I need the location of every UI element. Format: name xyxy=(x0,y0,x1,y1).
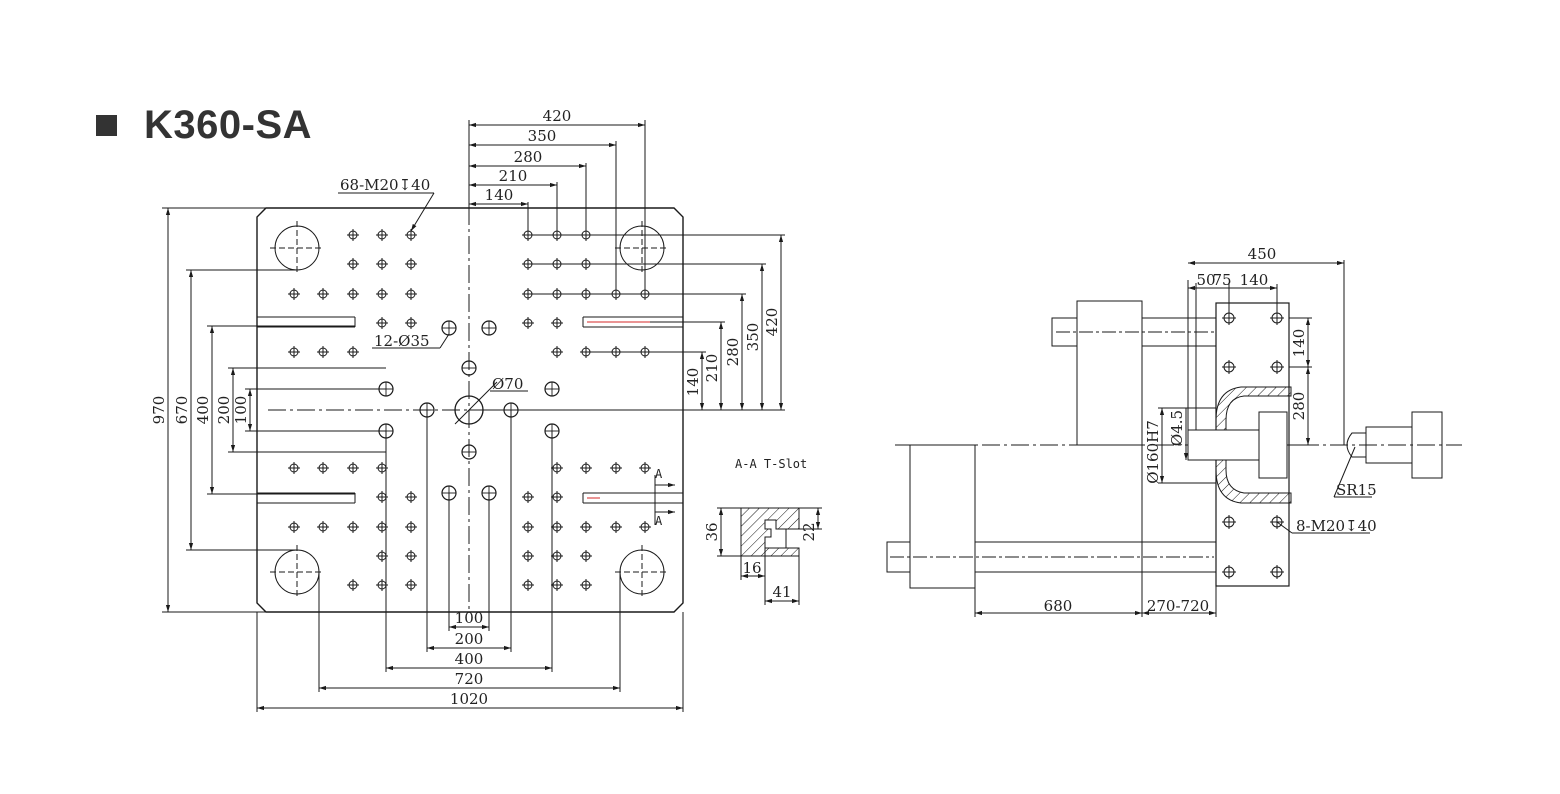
top-dim-280: 280 xyxy=(514,148,543,166)
t-slot-profile xyxy=(740,507,800,557)
t-slot-inner: 22 xyxy=(800,522,818,541)
section-mark-top: A xyxy=(655,467,663,481)
top-dim-210: 210 xyxy=(499,167,528,185)
hole-note: 12-Ø35 xyxy=(374,332,430,350)
right-dim-280: 280 xyxy=(724,338,742,367)
side-dim-140-right: 140 xyxy=(1290,329,1308,358)
side-view-labels: 450 50 75 140 140 280 Ø160H7 Ø4.5 680 27… xyxy=(1044,245,1377,615)
t-slot-bottom: 16 xyxy=(742,559,761,577)
sphere-note: SR15 xyxy=(1336,481,1377,499)
left-dim-200: 200 xyxy=(215,396,233,425)
platen-view xyxy=(162,120,785,712)
right-dim-140: 140 xyxy=(684,368,702,397)
left-dimension-lines xyxy=(162,207,386,613)
right-dimension-lines xyxy=(469,234,785,411)
top-dimension-lines xyxy=(468,120,646,296)
side-dim-270-720: 270-720 xyxy=(1147,597,1209,615)
title-block: K360-SA xyxy=(96,100,312,150)
bottom-dim-400: 400 xyxy=(455,650,484,668)
side-dim-50: 50 xyxy=(1196,271,1215,289)
tie-bar-holes xyxy=(270,221,669,599)
t-slot-width: 41 xyxy=(772,583,791,601)
side-dim-75: 75 xyxy=(1212,271,1231,289)
side-dim-280-right: 280 xyxy=(1290,392,1308,421)
left-dim-100: 100 xyxy=(232,396,250,425)
left-dim-970: 970 xyxy=(150,396,168,425)
platen-outline xyxy=(256,207,684,613)
side-dim-140-top: 140 xyxy=(1240,271,1269,289)
t-slot-section xyxy=(717,507,822,605)
left-dim-400: 400 xyxy=(194,396,212,425)
tapping-note: 68-M20↧40 xyxy=(340,176,430,194)
side-dim-pin: Ø4.5 xyxy=(1168,410,1186,446)
top-dim-350: 350 xyxy=(528,127,557,145)
bottom-dim-720: 720 xyxy=(455,670,484,688)
t-slots xyxy=(257,316,683,504)
top-dim-420: 420 xyxy=(543,107,572,125)
side-dim-bore: Ø160H7 xyxy=(1144,420,1162,484)
nozzle-recess xyxy=(1215,386,1292,504)
right-dim-210: 210 xyxy=(703,354,721,383)
right-dim-420: 420 xyxy=(763,308,781,337)
top-dim-140: 140 xyxy=(485,186,514,204)
side-dim-680: 680 xyxy=(1044,597,1073,615)
bottom-dimension-lines xyxy=(256,410,684,712)
bottom-dim-200: 200 xyxy=(455,630,484,648)
left-dim-670: 670 xyxy=(173,396,191,425)
bottom-dim-1020: 1020 xyxy=(450,690,488,708)
platen-labels: 68-M20↧40 12-Ø35 Ø70 420 350 280 210 140… xyxy=(150,107,781,708)
side-dim-450: 450 xyxy=(1248,245,1277,263)
center-hole-note: Ø70 xyxy=(492,375,523,393)
bottom-dim-100: 100 xyxy=(455,609,484,627)
title-bullet-square xyxy=(96,114,117,136)
t-slot-height: 36 xyxy=(703,522,721,541)
side-tapping-note: 8-M20↧40 xyxy=(1296,517,1377,535)
model-title: K360-SA xyxy=(144,102,313,147)
section-mark-bottom: A xyxy=(655,514,663,528)
t-slot-title: A-A T-Slot xyxy=(735,457,807,471)
right-dim-350: 350 xyxy=(744,323,762,352)
t-slot-labels: A-A T-Slot 36 22 16 41 xyxy=(703,457,818,601)
side-view xyxy=(886,260,1462,617)
